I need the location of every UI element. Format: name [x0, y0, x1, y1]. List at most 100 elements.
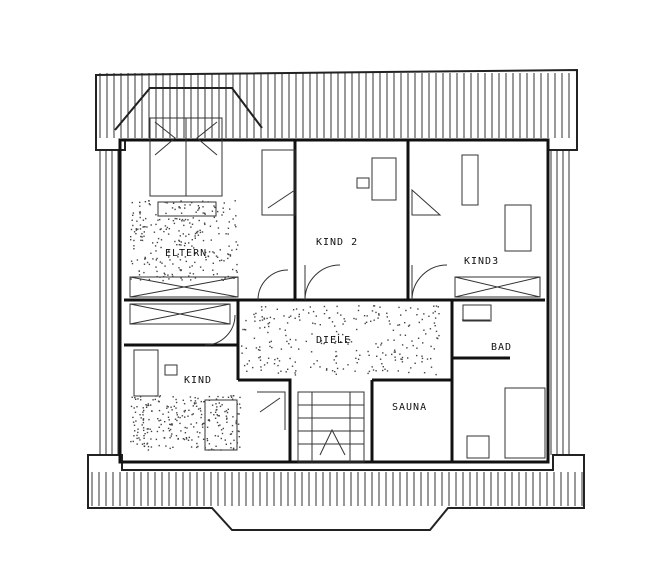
speckle-dot — [147, 449, 150, 451]
speckle-dot — [230, 447, 232, 449]
bed-icon — [149, 117, 223, 217]
speckle-dot — [148, 203, 150, 205]
speckle-dot — [254, 320, 256, 322]
speckle-dot — [225, 233, 227, 235]
speckle-dot — [308, 312, 310, 314]
speckle-dot — [169, 259, 171, 261]
speckle-dot — [160, 423, 162, 426]
speckle-dot — [140, 399, 142, 401]
speckle-dot — [180, 244, 182, 246]
speckle-dot — [139, 439, 141, 441]
speckle-dot — [142, 418, 145, 420]
speckle-dot — [294, 317, 296, 319]
speckle-dot — [342, 333, 344, 336]
speckle-dot — [192, 413, 194, 415]
speckle-dot — [178, 239, 180, 242]
speckle-dot — [335, 350, 337, 353]
speckle-dot — [212, 269, 214, 271]
speckle-dot — [409, 307, 412, 309]
speckle-dot — [235, 241, 237, 243]
dormer-left — [114, 87, 263, 131]
speckle-dot — [416, 354, 418, 357]
speckle-dot — [160, 246, 162, 249]
speckle-dot — [276, 357, 279, 360]
speckle-dot — [241, 352, 243, 354]
speckle-dot — [248, 360, 250, 362]
speckle-dot — [174, 217, 176, 220]
roof-hatch-left — [99, 150, 119, 455]
speckle-dot — [199, 432, 201, 434]
speckle-dot — [168, 250, 170, 252]
speckle-dot — [394, 351, 396, 353]
speckle-dot — [202, 212, 204, 214]
speckle-dot — [407, 325, 410, 327]
speckle-dot — [340, 314, 342, 316]
speckle-dot — [373, 305, 375, 307]
speckle-dot — [285, 334, 287, 337]
speckle-dot — [212, 251, 214, 253]
speckle-dot — [167, 411, 170, 413]
speckle-dot — [183, 403, 186, 405]
speckle-dot — [225, 415, 228, 417]
speckle-dot — [312, 322, 314, 324]
speckle-dot — [133, 424, 136, 426]
speckle-dot — [132, 214, 134, 216]
speckle-dot — [184, 218, 187, 221]
speckle-dot — [171, 273, 173, 276]
speckle-dot — [155, 266, 157, 268]
speckle-dot — [155, 223, 157, 226]
speckle-dot — [319, 366, 321, 368]
speckle-dot — [191, 239, 193, 241]
speckle-dot — [168, 430, 171, 432]
speckle-dot — [193, 403, 196, 405]
speckle-dot — [337, 333, 340, 336]
speckle-dot — [368, 370, 371, 373]
speckle-dot — [141, 236, 143, 238]
speckle-dot — [137, 428, 139, 430]
speckle-dot — [437, 337, 439, 340]
speckle-dot — [400, 358, 402, 360]
speckle-dot — [167, 406, 169, 408]
speckle-dot — [162, 413, 164, 415]
speckle-dot — [435, 305, 438, 307]
speckle-dot — [288, 316, 290, 318]
speckle-dot — [132, 421, 135, 423]
speckle-dot — [421, 355, 423, 357]
speckle-dot — [195, 422, 198, 424]
speckle-dot — [173, 222, 176, 225]
speckle-dot — [334, 342, 336, 344]
speckle-dot — [157, 219, 159, 221]
speckle-dot — [235, 419, 238, 422]
speckle-dot — [356, 362, 358, 364]
speckle-dot — [213, 205, 215, 207]
speckle-dot — [195, 402, 197, 404]
speckle-dot — [242, 328, 244, 331]
speckle-dot — [375, 343, 377, 345]
speckle-dot — [164, 201, 166, 204]
speckle-dot — [145, 404, 147, 406]
speckle-dot — [184, 256, 187, 258]
speckle-dot — [137, 228, 139, 230]
speckle-dot — [210, 411, 212, 414]
speckle-dot — [179, 218, 181, 220]
speckle-dot — [211, 404, 214, 406]
speckle-dot — [268, 341, 271, 343]
speckle-dot — [353, 317, 355, 320]
speckle-dot — [204, 251, 207, 254]
speckle-dot — [135, 420, 137, 422]
speckle-dot — [232, 218, 234, 220]
speckle-dot — [213, 216, 215, 219]
speckle-dot — [142, 219, 145, 221]
speckle-dot — [190, 446, 193, 448]
speckle-dot — [132, 224, 134, 227]
speckle-dot — [143, 429, 145, 432]
furniture — [133, 154, 546, 459]
speckle-dot — [283, 315, 285, 317]
speckle-dot — [209, 225, 212, 227]
speckle-dot — [414, 362, 416, 364]
speckle-dot — [178, 244, 181, 246]
speckle-dot — [188, 436, 190, 439]
speckle-dot — [136, 406, 138, 408]
speckle-dot — [144, 257, 147, 260]
speckle-dot — [146, 443, 148, 445]
